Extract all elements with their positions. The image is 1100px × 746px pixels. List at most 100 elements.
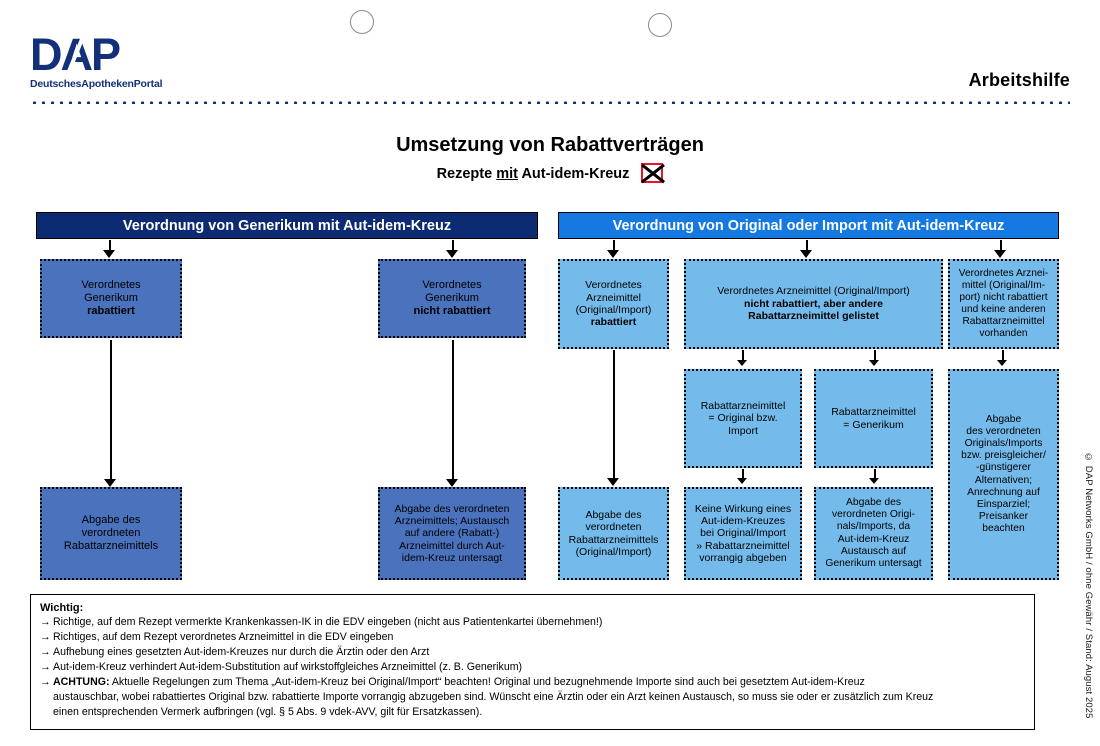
box-line: Einsparziel; xyxy=(976,498,1031,510)
note-achtung-line-3: einen entsprechenden Vermerk aufbringen … xyxy=(53,706,483,719)
connector-r2a-down xyxy=(742,469,745,481)
box-line: und keine anderen xyxy=(961,304,1046,315)
connector-r3-to-r3out xyxy=(1002,350,1005,363)
box-line-bold: nicht rabattiert xyxy=(413,304,491,317)
connector-right-3 xyxy=(1000,240,1003,253)
arrow-r2a-down xyxy=(737,478,747,484)
arrow-r2-to-r2a xyxy=(737,360,747,366)
box-line: vorhanden xyxy=(979,328,1028,340)
box-line: = Generikum xyxy=(843,418,904,431)
box-line: Rabattarzneimittel xyxy=(962,316,1045,328)
box-line: Alternativen; xyxy=(974,474,1033,486)
box-line: (Original/Import) xyxy=(575,304,652,316)
arrow-r2-to-r2b xyxy=(869,360,879,366)
note-item: → Richtiges, auf dem Rezept verordnetes … xyxy=(40,630,1025,645)
connector-left-1 xyxy=(109,240,112,253)
box-abgabe-originals-imports-alternativen: Abgabe des verordneten Originals/Imports… xyxy=(948,369,1059,580)
box-line: Verordnetes Arznei- xyxy=(958,267,1049,279)
note-item-text: Aut-idem-Kreuz verhindert Aut-idem-Subst… xyxy=(53,661,523,674)
box-line: nals/Imports, da xyxy=(836,521,911,533)
box-line: Rabattarzneimittel xyxy=(700,399,786,412)
box-line: (Original/Import) xyxy=(575,545,652,558)
registration-circle-left xyxy=(350,10,374,34)
box-line: Rabattarzneimittels xyxy=(63,539,159,552)
box-line: Abgabe xyxy=(985,413,1022,425)
box-verordnetes-generikum-rabattiert: Verordnetes Generikum rabattiert xyxy=(40,259,182,338)
connector-r2b-down xyxy=(874,469,877,481)
box-line: Aut-idem-Kreuz xyxy=(837,533,910,545)
box-line: bei Original/Import xyxy=(700,527,786,540)
connector-r2-to-r2a xyxy=(742,350,745,363)
box-verordnetes-generikum-nicht-rabattiert: Verordnetes Generikum nicht rabattiert xyxy=(378,259,526,338)
note-item-achtung: → ACHTUNG: Aktuelle Regelungen zum Thema… xyxy=(40,675,1025,690)
arrow-r1-down xyxy=(607,478,619,486)
box-verordnetes-arzneimittel-rabattiert: Verordnetes Arzneimittel (Original/Impor… xyxy=(558,259,669,349)
box-line: verordneten Origi- xyxy=(832,509,915,521)
arrow-left-2-down xyxy=(446,479,458,487)
box-nicht-rabattiert-keine-anderen: Verordnetes Arznei- mittel (Original/Im-… xyxy=(948,259,1059,349)
box-line: des verordneten xyxy=(966,425,1041,437)
box-line: Arzneimittels; Austausch xyxy=(394,514,510,527)
arrow-bullet-icon: → xyxy=(40,646,51,659)
box-line: » Rabattarzneimittel xyxy=(696,539,790,552)
arrow-left-1 xyxy=(103,250,115,258)
note-item-text: Richtige, auf dem Rezept vermerkte Krank… xyxy=(53,616,603,628)
box-line: Verordnetes Arzneimittel (Original/Impor… xyxy=(717,285,910,298)
box-line: auf andere (Rabatt-) xyxy=(404,527,500,540)
box-line: bzw. preisgleicher/ xyxy=(961,450,1046,462)
arrow-left-2 xyxy=(446,250,458,258)
box-line: Abgabe des xyxy=(846,497,901,509)
box-line: Generikum untersagt xyxy=(825,557,922,569)
box-line: Import xyxy=(728,424,758,437)
subtitle-part-2: Aut-idem-Kreuz xyxy=(517,166,630,182)
note-achtung-text: ACHTUNG: Aktuelle Regelungen zum Thema „… xyxy=(53,675,1025,690)
arrow-bullet-icon: → xyxy=(40,631,51,644)
box-line: Preisanker xyxy=(978,510,1029,522)
arrow-r2b-down xyxy=(869,478,879,484)
box-line: Verordnetes xyxy=(81,279,141,292)
box-rabattarzneimittel-generikum: Rabattarzneimittel = Generikum xyxy=(814,369,933,468)
box-line-bold: rabattiert xyxy=(87,304,135,317)
logo-subtitle: DeutschesApothekenPortal xyxy=(30,78,163,90)
arrow-right-2 xyxy=(800,250,812,258)
registration-circle-right xyxy=(648,13,672,37)
note-item: → Richtige, auf dem Rezept vermerkte Kra… xyxy=(40,615,1025,630)
dap-logo: DAP DeutschesApothekenPortal xyxy=(30,31,270,90)
note-achtung-line-2: austauschbar, wobei rabattiertes Origina… xyxy=(53,691,934,704)
section-header-generikum: Verordnung von Generikum mit Aut-idem-Kr… xyxy=(36,212,538,239)
box-keine-wirkung-aut-idem-kreuz: Keine Wirkung eines Aut-idem-Kreuzes bei… xyxy=(684,487,802,580)
connector-r1-down xyxy=(613,350,616,481)
achtung-label: ACHTUNG: xyxy=(53,676,110,689)
connector-left-2-down xyxy=(452,340,455,482)
page-title: Umsetzung von Rabattverträgen xyxy=(396,134,704,156)
box-line-bold: rabattiert xyxy=(590,316,637,329)
header-dotted-divider xyxy=(30,100,1070,104)
connector-left-2 xyxy=(452,240,455,253)
box-line: Keine Wirkung eines xyxy=(694,502,792,515)
arrow-r3-to-r3out xyxy=(997,360,1007,366)
aut-idem-cross-icon xyxy=(641,163,666,184)
box-line: Generikum xyxy=(425,292,479,305)
connector-left-1-down xyxy=(110,340,113,482)
box-abgabe-originals-austausch-untersagt: Abgabe des verordneten Origi- nals/Impor… xyxy=(814,487,933,580)
box-abgabe-rabattarzneimittel: Abgabe des verordneten Rabattarzneimitte… xyxy=(40,487,182,580)
box-line-bold-partial: Rabattarzneimittel gelistet xyxy=(748,310,879,323)
box-rabattarzneimittel-original-import: Rabattarzneimittel = Original bzw. Impor… xyxy=(684,369,802,468)
document-type-label: Arbeitshilfe xyxy=(968,70,1070,90)
connector-right-1 xyxy=(613,240,616,253)
note-item: → Aut-idem-Kreuz verhindert Aut-idem-Sub… xyxy=(40,660,1025,675)
box-line: Abgabe des xyxy=(81,514,141,527)
box-line: Abgabe des verordneten xyxy=(394,502,510,515)
box-line: Generikum xyxy=(84,292,138,305)
section-header-original-import: Verordnung von Original oder Import mit … xyxy=(558,212,1059,239)
box-line: Verordnetes xyxy=(585,279,642,292)
note-item-text: Richtiges, auf dem Rezept verordnetes Ar… xyxy=(53,631,394,644)
box-line: -günstigerer xyxy=(976,462,1031,474)
copyright-vertical-text: © DAP Networks GmbH / ohne Gewähr / Stan… xyxy=(1083,452,1094,719)
box-line: Rabattarzneimittel xyxy=(831,406,916,419)
aut-idem-cross-box xyxy=(641,163,664,183)
box-line: Aut-idem-Kreuzes xyxy=(700,514,786,527)
achtung-body: Aktuelle Regelungen zum Thema „Aut-idem-… xyxy=(109,676,865,689)
box-line: Arzneimittel xyxy=(586,291,641,304)
